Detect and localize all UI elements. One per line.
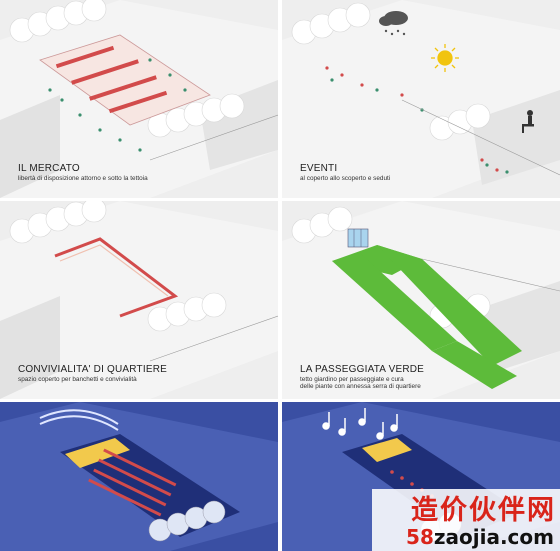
eventi-illustration [282,0,560,198]
mercato-illustration [0,0,278,198]
music-notes-icon [322,408,398,440]
caption-passeggiata: LA PASSEGGIATA VERDE tetto giardino per … [300,364,424,390]
panel-subtitle: libertà di disposizione attorno e sotto … [18,174,148,182]
panel-title: LA PASSEGGIATA VERDE [300,364,425,375]
watermark-url: 58zaojia.com [406,525,554,549]
watermark-chinese: 造价伙伴网 [411,495,556,526]
cinema-illustration [0,402,278,551]
panel-eventi: EVENTI al coperto allo scoperto e seduti [282,0,560,198]
panel-title: EVENTI [300,163,338,174]
panel-mercato: IL MERCATO libertà di disposizione attor… [0,0,278,198]
watermark-url-domain: zaojia.com [433,525,554,549]
seated-person-icon [522,110,534,133]
passeggiata-illustration [282,201,560,399]
film-reel-icon [39,409,119,431]
caption-convivialita: CONVIVIALITA' DI QUARTIERE spazio copert… [18,364,167,383]
panel-concerto: 造价伙伴网 58zaojia.com [282,402,560,551]
watermark-url-number: 58 [406,525,434,549]
convivialita-illustration [0,201,278,399]
panel-subtitle: al coperto allo scoperto e seduti [300,174,391,182]
caption-eventi: EVENTI al coperto allo scoperto e seduti [300,163,390,182]
panel-title: IL MERCATO [18,163,80,174]
sun-icon [431,44,459,72]
watermark-background [372,489,560,551]
cloud-rain-icon [379,11,408,36]
panel-subtitle: tetto giardino per passeggiate e cura [300,375,404,383]
panel-convivialita: CONVIVIALITA' DI QUARTIERE spazio copert… [0,201,278,399]
panel-title: CONVIVIALITA' DI QUARTIERE [18,364,167,375]
panel-passeggiata: LA PASSEGGIATA VERDE tetto giardino per … [282,201,560,399]
panel-subtitle: spazio coperto per banchetti e convivial… [18,375,137,383]
panel-subtitle-2: delle piante con annessa serra di quarti… [300,382,421,390]
caption-mercato: IL MERCATO libertà di disposizione attor… [18,163,148,182]
panel-cinema [0,402,278,551]
greenhouse-icon [347,228,369,248]
